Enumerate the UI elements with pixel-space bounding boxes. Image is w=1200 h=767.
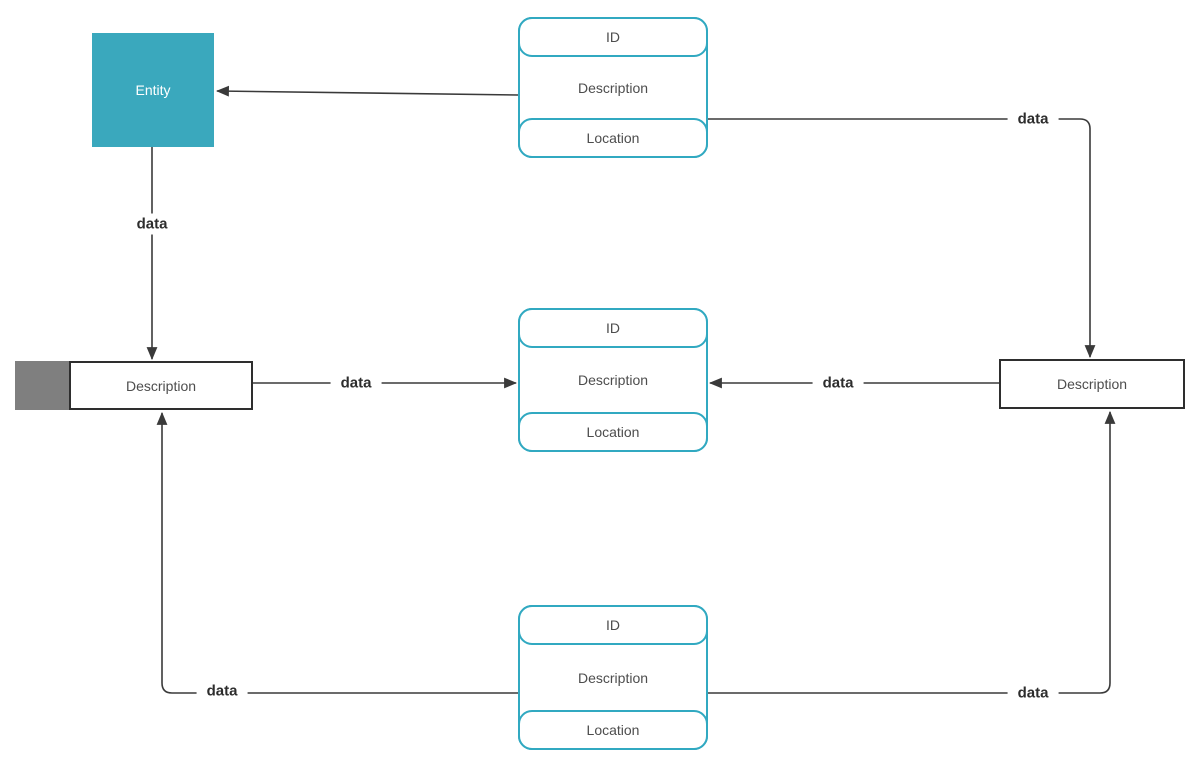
datastore-marker-block — [15, 361, 72, 410]
entity-label: Entity — [135, 82, 171, 98]
edge-label-entity-to-datastore: data — [126, 213, 178, 235]
edge-label-datastore-to-process-middle: data — [330, 372, 382, 394]
edge-process-bottom-to-external — [708, 410, 1116, 694]
process-location-label: Location — [586, 424, 640, 440]
process-location-label: Location — [586, 722, 640, 738]
process-id-section: ID — [518, 605, 708, 645]
process-id-label: ID — [606, 617, 620, 633]
node-process-top: ID Description Location — [518, 17, 708, 158]
process-location-section: Location — [518, 118, 708, 158]
external-label: Description — [1056, 376, 1128, 392]
node-external-right: Description — [999, 359, 1185, 409]
edge-process-top-to-entity — [215, 85, 519, 97]
process-id-label: ID — [606, 320, 620, 336]
datastore-label: Description — [125, 377, 197, 394]
process-id-label: ID — [606, 29, 620, 45]
node-datastore-left: Description — [69, 361, 253, 410]
node-process-bottom: ID Description Location — [518, 605, 708, 750]
edge-process-top-to-external — [708, 118, 1096, 359]
node-entity: Entity — [92, 33, 214, 147]
edge-label-external-to-process-middle: data — [812, 372, 864, 394]
process-description-label: Description — [577, 372, 649, 388]
process-id-section: ID — [518, 17, 708, 57]
process-description-section: Description — [520, 348, 706, 412]
process-location-section: Location — [518, 710, 708, 750]
edge-label-process-bottom-to-datastore: data — [196, 680, 248, 702]
process-location-label: Location — [586, 130, 640, 146]
process-description-section: Description — [520, 57, 706, 118]
edge-label-process-top-to-external: data — [1007, 108, 1059, 130]
edge-label-process-bottom-to-external: data — [1007, 682, 1059, 704]
process-id-section: ID — [518, 308, 708, 348]
edge-process-bottom-to-datastore — [156, 411, 518, 694]
process-description-section: Description — [520, 645, 706, 710]
node-process-middle: ID Description Location — [518, 308, 708, 452]
process-location-section: Location — [518, 412, 708, 452]
process-description-label: Description — [577, 669, 649, 686]
process-description-label: Description — [577, 79, 649, 96]
